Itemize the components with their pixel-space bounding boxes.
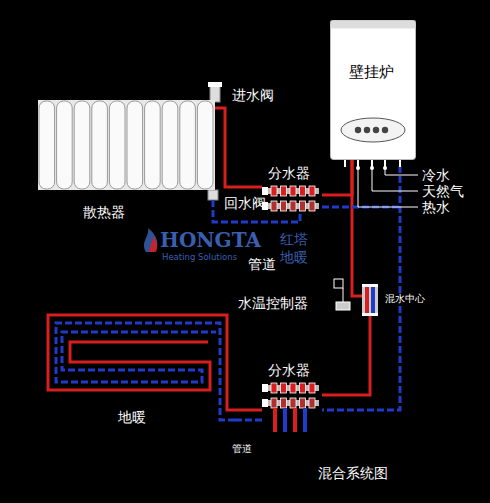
wall-boiler: 壁挂炉	[330, 20, 416, 160]
wall-boiler-art	[330, 20, 416, 160]
diagram-caption: 混合系统图	[318, 465, 388, 481]
valve-label: 回水阀	[224, 195, 266, 211]
manifold: 分水器	[262, 165, 322, 215]
watermark: 红塔	[280, 231, 308, 247]
node-label: 地暖	[118, 409, 146, 425]
node-label: 散热器	[83, 204, 125, 220]
node-label: 壁挂炉	[349, 64, 394, 81]
floor-heating-loop: 地暖	[40, 305, 235, 430]
controller-label: 水温控制器	[238, 295, 308, 311]
pipe-label: 天然气	[422, 183, 464, 199]
manifold: 分水器	[262, 362, 322, 432]
supply-pipe	[235, 409, 262, 412]
watermark: 地暖	[280, 249, 308, 265]
node-label: 分水器	[268, 362, 310, 378]
supply-pipe	[215, 108, 262, 187]
supply-pipe	[352, 160, 362, 296]
supply-pipe	[322, 160, 352, 195]
node-label: 分水器	[268, 165, 310, 181]
node-label: 混水中心	[384, 293, 426, 305]
supply-pipe	[322, 316, 370, 395]
watermark: HONGTA	[160, 229, 261, 252]
valve-label: 进水阀	[232, 87, 274, 103]
watermark: Heating Solutions	[162, 253, 237, 263]
radiator-art	[38, 100, 215, 225]
pipe-label: 冷水	[422, 167, 450, 183]
pipe-label: 管道	[248, 256, 276, 272]
pipe-label: 管道	[232, 443, 252, 455]
pipe-label: 热水	[422, 199, 450, 215]
mixing-center: 混水中心	[362, 284, 430, 316]
radiator: 散热器	[38, 100, 215, 225]
